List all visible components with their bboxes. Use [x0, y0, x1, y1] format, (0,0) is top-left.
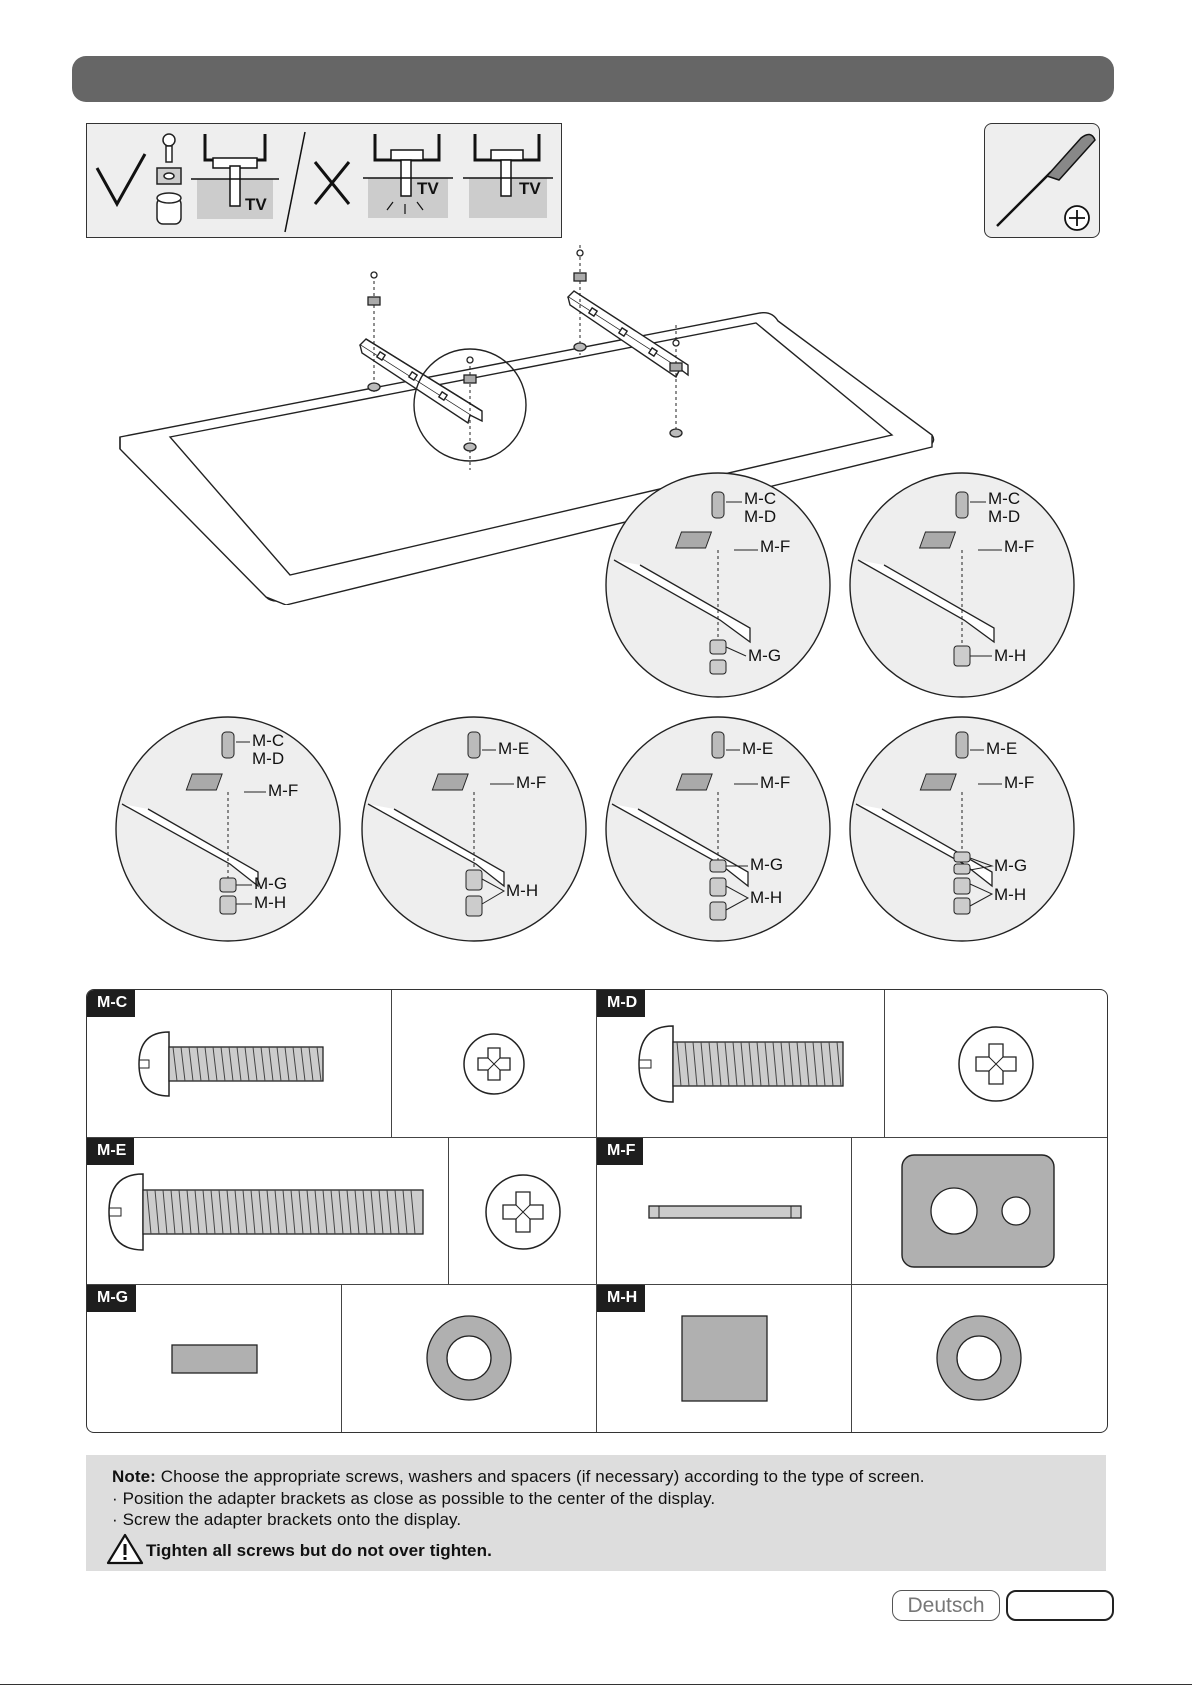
svg-text:M-F: M-F [760, 773, 790, 792]
svg-text:M-H: M-H [994, 646, 1026, 665]
svg-text:M-H: M-H [994, 885, 1026, 904]
part-md-side: M-D [597, 990, 885, 1138]
note-text: Choose the appropriate screws, washers a… [155, 1467, 925, 1486]
screw-side-icon [138, 1031, 324, 1097]
phillips-head-icon [485, 1174, 561, 1250]
svg-text:M-D: M-D [988, 507, 1020, 526]
washer-plate-side-icon [648, 1205, 802, 1219]
svg-text:M-G: M-G [750, 855, 783, 874]
correct-mount-diagram: TV [191, 134, 279, 219]
zoom-circle [413, 348, 527, 462]
warning-text: Tighten all screws but do not over tight… [146, 1541, 492, 1560]
cross-icon [313, 161, 351, 205]
part-mh-side: M-H [597, 1285, 852, 1432]
section-header-bar [72, 56, 1114, 102]
screw-side-icon [108, 1173, 424, 1251]
screw-side-icon [638, 1025, 844, 1103]
part-mc-side: M-C [87, 990, 392, 1138]
svg-text:M-C: M-C [252, 731, 284, 750]
detail-mc-md-mf-mg-mh: M-C M-D M-F M-G M-H [115, 716, 341, 942]
detail-me-mf-mg-mh: M-E M-F M-G M-H [605, 716, 831, 942]
phillips-head-icon [463, 1033, 525, 1095]
part-mg-top [342, 1285, 597, 1432]
part-mf-side: M-F [597, 1138, 852, 1285]
part-mh-top [852, 1285, 1107, 1432]
svg-text:M-D: M-D [744, 507, 776, 526]
mini-parts-icon [156, 133, 182, 225]
part-mc-head [392, 990, 597, 1138]
spacer-top-icon [936, 1315, 1022, 1401]
wrong-mount-long-diagram: TV [463, 134, 553, 218]
note-line: Note: Choose the appropriate screws, was… [112, 1467, 925, 1487]
part-tag: M-E [87, 1138, 135, 1165]
svg-text:M-H: M-H [254, 893, 286, 912]
language-button-blank[interactable] [1006, 1590, 1114, 1621]
detail-mc-md-mf-mg: M-C M-D M-F M-G [605, 472, 831, 698]
svg-text:M-D: M-D [252, 749, 284, 768]
detail-me-mf-mg-mg-mh-mh: M-E M-F M-G M-H [849, 716, 1075, 942]
svg-text:TV: TV [519, 179, 541, 198]
warning-triangle-icon [106, 1533, 144, 1565]
wrong-mount-short-diagram: TV [363, 134, 453, 218]
svg-text:M-F: M-F [1004, 537, 1034, 556]
svg-text:M-E: M-E [986, 739, 1017, 758]
part-mf-top [852, 1138, 1107, 1285]
note-bullet-2: · Screw the adapter brackets onto the di… [112, 1510, 462, 1529]
svg-text:M-C: M-C [988, 489, 1020, 508]
svg-text:M-G: M-G [254, 874, 287, 893]
part-mg-side: M-G [87, 1285, 342, 1432]
washer-side-icon [171, 1344, 258, 1374]
detail-circles-row-1: M-C M-D M-F M-G M-C M-D M-F M-H [605, 472, 1075, 698]
part-tag: M-D [597, 990, 646, 1017]
part-md-head [885, 990, 1107, 1138]
phillips-head-icon [958, 1026, 1034, 1102]
note-box: Note: Choose the appropriate screws, was… [86, 1455, 1106, 1571]
svg-text:M-E: M-E [742, 739, 773, 758]
svg-text:M-G: M-G [994, 856, 1027, 875]
part-me-head [449, 1138, 597, 1285]
svg-text:TV: TV [417, 179, 439, 198]
svg-text:M-C: M-C [744, 489, 776, 508]
tv-bracket-assembly-illustration [119, 245, 935, 605]
language-button-deutsch[interactable]: Deutsch [892, 1590, 1000, 1621]
legend-drawing: TV TV TV [95, 131, 553, 233]
svg-text:M-F: M-F [516, 773, 546, 792]
part-tag: M-F [597, 1138, 644, 1165]
svg-text:M-F: M-F [268, 781, 298, 800]
svg-text:M-F: M-F [1004, 773, 1034, 792]
svg-text:M-H: M-H [506, 881, 538, 900]
svg-text:M-H: M-H [750, 888, 782, 907]
washer-top-icon [426, 1315, 512, 1401]
washer-plate-top-icon [901, 1154, 1055, 1268]
screwdriver-icon [996, 133, 1096, 231]
svg-text:M-F: M-F [760, 537, 790, 556]
note-bullet-1: · Position the adapter brackets as close… [112, 1489, 716, 1508]
part-tag: M-H [597, 1285, 646, 1312]
detail-circles-row-2: M-C M-D M-F M-G M-H M-E M-F M-H M-E M [115, 716, 1075, 942]
detail-mc-md-mf-mh: M-C M-D M-F M-H [849, 472, 1075, 698]
part-me-side: M-E [87, 1138, 449, 1285]
detail-me-mf-mh: M-E M-F M-H [361, 716, 587, 942]
note-label: Note: [112, 1467, 156, 1486]
parts-table: M-C M-D M-E [86, 989, 1108, 1433]
spacer-side-icon [681, 1315, 768, 1402]
screw-length-legend: TV TV TV [86, 123, 562, 238]
tool-panel [984, 123, 1100, 238]
svg-text:TV: TV [245, 195, 267, 214]
check-icon [95, 153, 147, 208]
svg-text:M-G: M-G [748, 646, 781, 665]
part-tag: M-G [87, 1285, 137, 1312]
svg-text:M-E: M-E [498, 739, 529, 758]
part-tag: M-C [87, 990, 136, 1017]
